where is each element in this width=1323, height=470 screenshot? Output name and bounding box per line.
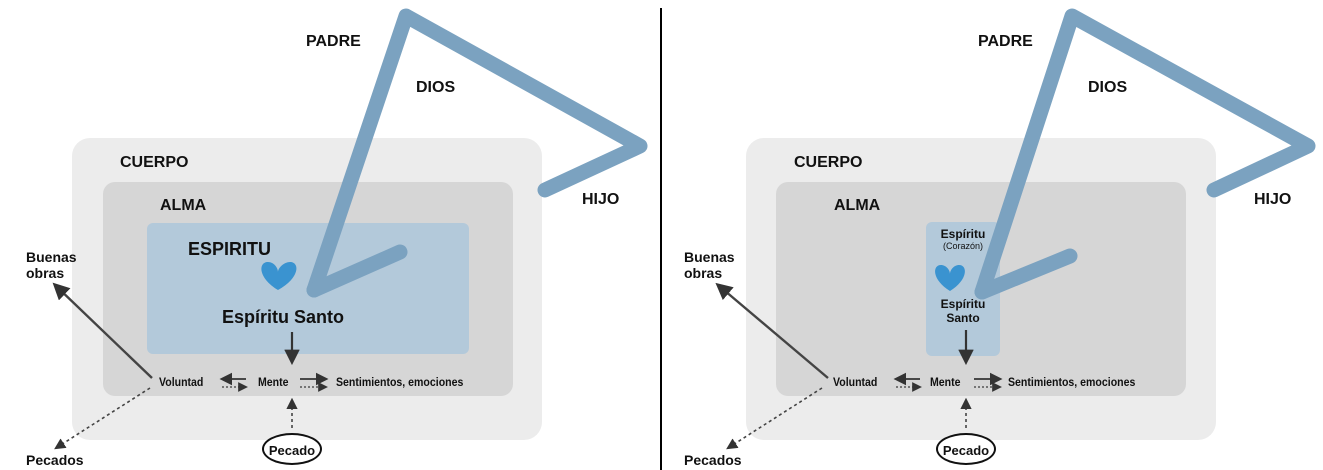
- heart-icon: [935, 265, 965, 291]
- diagram-left: PADRE DIOS HIJO CUERPO ALMA ESPIRITU Esp…: [0, 0, 661, 470]
- trinity-triangle: [306, 8, 648, 298]
- label-hijo: HIJO: [582, 191, 620, 208]
- label-pecado: Pecado: [942, 443, 990, 458]
- label-hijo: HIJO: [1254, 191, 1292, 208]
- label-obras: obras: [684, 265, 723, 281]
- label-padre: PADRE: [306, 33, 361, 50]
- arrow-pecados: [54, 387, 151, 450]
- panel-divider: [660, 8, 662, 470]
- arrow-pecados: [726, 387, 823, 450]
- label-pecado: Pecado: [268, 443, 316, 458]
- diagram-right: PADRE DIOS HIJO CUERPO ALMA Espíritu (Co…: [662, 0, 1323, 470]
- label-pecados: Pecados: [684, 452, 742, 468]
- label-pecados: Pecados: [26, 452, 84, 468]
- connector-lines: [715, 8, 1316, 450]
- label-buenas: Buenas: [26, 249, 77, 265]
- trinity-triangle: [974, 8, 1316, 300]
- label-dios: DIOS: [416, 79, 456, 96]
- label-obras: obras: [26, 265, 65, 281]
- label-espiritu-santo: Espíritu Santo: [222, 307, 345, 327]
- label-voluntad: Voluntad: [159, 375, 204, 389]
- label-sentimientos: Sentimientos, emociones: [336, 375, 464, 389]
- label-dios: DIOS: [1088, 79, 1128, 96]
- label-sentimientos: Sentimientos, emociones: [1008, 375, 1136, 389]
- pecado-oval: Pecado: [936, 433, 996, 465]
- label-espiritu: Espíritu: [940, 227, 986, 241]
- label-corazon: (Corazón): [942, 241, 983, 251]
- label-alma: ALMA: [160, 197, 207, 214]
- pecado-oval: Pecado: [262, 433, 322, 465]
- connector-lines: [52, 8, 648, 450]
- label-cuerpo: CUERPO: [120, 154, 189, 171]
- label-cuerpo: CUERPO: [794, 154, 863, 171]
- label-espiritu: ESPIRITU: [188, 239, 272, 259]
- label-voluntad: Voluntad: [833, 375, 878, 389]
- label-mente: Mente: [930, 375, 961, 389]
- label-padre: PADRE: [978, 33, 1033, 50]
- trinity-triangle-tail: [974, 248, 1078, 300]
- label-espiritu-santo-1: Espíritu: [940, 297, 986, 311]
- label-espiritu-santo-2: Santo: [946, 311, 980, 325]
- trinity-triangle-tail: [306, 244, 408, 298]
- label-buenas: Buenas: [684, 249, 735, 265]
- label-alma: ALMA: [834, 197, 881, 214]
- heart-icon: [261, 262, 297, 290]
- arrow-buenas-obras: [715, 282, 829, 379]
- arrow-buenas-obras: [52, 282, 153, 379]
- label-mente: Mente: [258, 375, 289, 389]
